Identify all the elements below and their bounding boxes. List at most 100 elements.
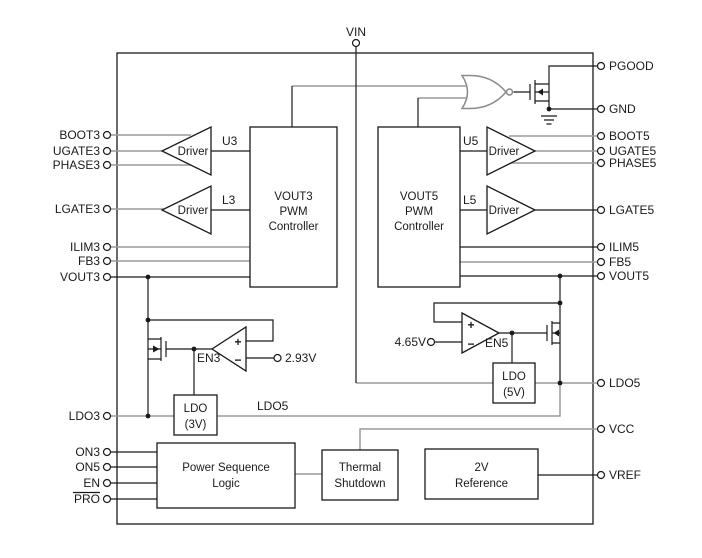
- label-u3: U3: [222, 134, 238, 148]
- pwm3-label-2: PWM: [279, 206, 307, 218]
- label-en3: EN3: [197, 351, 221, 365]
- driver-u3-label: Driver: [178, 146, 209, 158]
- pin-terminal-fb3: [102, 256, 112, 266]
- pins-right: PGOOD GND BOOT5 UGATE5 PHASE5 LGATE5 ILI…: [596, 59, 657, 482]
- mosfet-arrow: [153, 345, 160, 353]
- pgood-mosfet: [529, 80, 557, 125]
- ldo3-bypass-mosfet: [148, 337, 167, 361]
- label-u5: U5: [463, 134, 479, 148]
- pin-terminal-boot5: [596, 131, 606, 141]
- pin-terminal-ilim5: [596, 242, 606, 252]
- junction-ldo5: [557, 380, 563, 386]
- terminal-4-65v: [426, 337, 436, 347]
- en3-plus-sign: +: [234, 335, 241, 349]
- pin-terminal-ugate5: [596, 146, 606, 156]
- pin-terminal-en: [102, 478, 112, 488]
- pin-vin: VIN: [346, 25, 366, 48]
- pin-terminal-vref: [596, 470, 606, 480]
- label-en5: EN5: [485, 336, 509, 350]
- reference-block: [424, 448, 539, 500]
- junction-en3-node: [191, 346, 197, 352]
- driver-u5-triangle: [486, 125, 537, 177]
- pin-label-ilim5: ILIM5: [609, 240, 639, 254]
- ldo3-label-1: LDO: [184, 403, 208, 415]
- pin-label-ugate3: UGATE3: [53, 144, 100, 158]
- pin-terminal-ugate3: [102, 146, 112, 156]
- pin-label-pgood: PGOOD: [609, 59, 654, 73]
- ldo3-block: [173, 394, 218, 436]
- driver-l5-triangle: [486, 184, 537, 236]
- pins-left: BOOT3 UGATE3 PHASE3 LGATE3 ILIM3 FB3 VOU…: [53, 128, 112, 506]
- pwm3-label-3: Controller: [269, 221, 319, 233]
- wire-en3-feedback: [148, 319, 274, 342]
- wire-ldo5-rail: [217, 383, 561, 417]
- function-blocks: VOUT3 PWM Controller VOUT5 PWM Controlle…: [156, 126, 539, 509]
- pin-label-lgate5: LGATE5: [609, 203, 654, 217]
- comparators: + − + −: [210, 311, 501, 373]
- pwm5-block: [377, 126, 461, 288]
- label-4-65v: 4.65V: [395, 335, 426, 349]
- drivers: Driver Driver Driver Driver: [160, 125, 537, 236]
- pin-terminal-ldo5: [596, 378, 606, 388]
- pin-terminal-vout5: [596, 271, 606, 281]
- en5-comparator: [461, 311, 501, 355]
- label-ldo5-net: LDO5: [257, 399, 289, 413]
- gray-wires: [110, 85, 598, 475]
- pwm3-label-1: VOUT3: [274, 191, 312, 203]
- pin-terminal-lgate5: [596, 205, 606, 215]
- nor-gate: [460, 74, 514, 110]
- pin-label-en: EN: [83, 476, 100, 490]
- pin-label-vin: VIN: [346, 25, 366, 39]
- terminal-2-93v: [273, 353, 282, 363]
- pin-terminal-gnd: [596, 104, 606, 114]
- pin-label-vout5: VOUT5: [609, 269, 649, 283]
- pin-label-fb5: FB5: [609, 255, 631, 269]
- ldo3-label-2: (3V): [185, 419, 207, 431]
- power-sequence-block: [156, 442, 296, 509]
- en3-comparator: [210, 325, 247, 373]
- pin-terminal-phase3: [102, 160, 112, 170]
- ground-symbol: [541, 115, 557, 125]
- pin-terminal-vcc: [596, 424, 606, 434]
- ldo5-bypass-mosfet: [546, 321, 560, 345]
- junction-en3-sense: [145, 317, 151, 323]
- junction-en5-sense: [557, 300, 563, 306]
- pin-label-pro: PRO: [74, 492, 100, 506]
- thermal-label-1: Thermal: [339, 462, 381, 474]
- driver-u3-triangle: [160, 125, 212, 177]
- wire-pgood: [548, 65, 598, 84]
- thermal-shutdown-block: [321, 449, 399, 501]
- pwm5-label-2: PWM: [405, 206, 433, 218]
- pin-label-on5: ON5: [75, 460, 100, 474]
- label-l5: L5: [463, 193, 477, 207]
- nor-gate-bubble: [505, 88, 514, 96]
- driver-l5-label: Driver: [489, 205, 520, 217]
- pin-label-ugate5: UGATE5: [609, 144, 656, 158]
- pin-terminal-on5: [102, 462, 112, 472]
- thermal-label-2: Shutdown: [334, 478, 385, 490]
- reference-label-1: 2V: [474, 462, 488, 474]
- pin-label-phase3: PHASE3: [53, 158, 101, 172]
- ldo5-label-2: (5V): [503, 387, 525, 399]
- pin-label-ldo5: LDO5: [609, 376, 641, 390]
- pwm5-label-1: VOUT5: [400, 191, 438, 203]
- pin-terminal-lgate3: [102, 204, 112, 214]
- pwm3-block: [249, 126, 338, 288]
- pin-terminal-pgood: [596, 61, 606, 71]
- power-sequence-label-1: Power Sequence: [182, 462, 270, 474]
- label-l3: L3: [222, 193, 236, 207]
- junction-vout3: [145, 274, 151, 280]
- junction-dots: [145, 106, 563, 419]
- pin-terminal-phase5: [596, 158, 606, 168]
- pin-label-lgate3: LGATE3: [55, 202, 100, 216]
- ldo5-label-1: LDO: [502, 371, 526, 383]
- wire-en5-feedback: [433, 302, 560, 323]
- pin-label-ldo3: LDO3: [69, 409, 101, 423]
- nor-gate-body: [460, 74, 507, 110]
- junction-vout5: [557, 273, 563, 279]
- pin-label-fb3: FB3: [78, 254, 100, 268]
- ldo5-block: [492, 362, 536, 404]
- pin-terminal-ldo3: [102, 411, 112, 421]
